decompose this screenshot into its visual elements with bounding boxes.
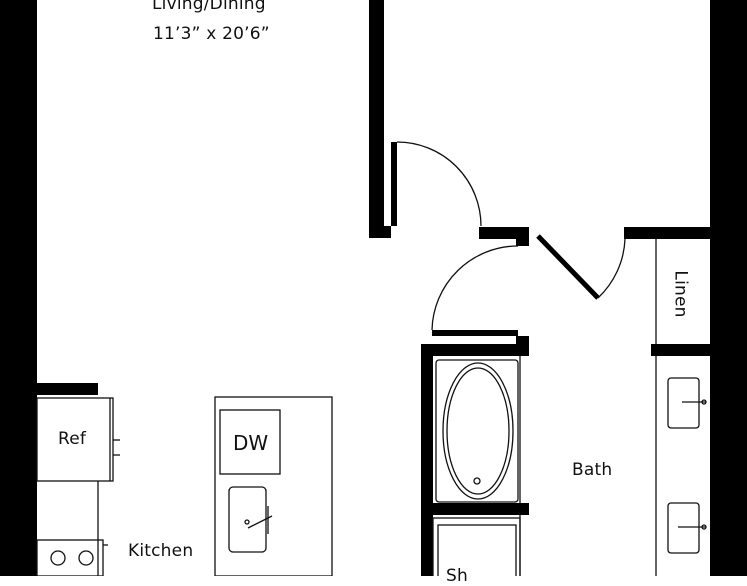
hall-wall-post <box>516 233 529 246</box>
tub-drain <box>473 477 481 485</box>
bath-label: Bath <box>572 460 613 480</box>
kitchen-drain <box>244 519 250 525</box>
shower-outer <box>432 517 521 576</box>
bedroom-left-wall <box>369 0 384 238</box>
left-exterior-wall <box>0 0 37 576</box>
shower-label: Sh <box>446 566 468 586</box>
hall-wall-upper-right <box>624 227 710 239</box>
bath-top-wall <box>421 344 529 356</box>
burner-right <box>78 550 94 566</box>
bath-door-leaf <box>432 330 518 336</box>
tub-outer <box>435 359 519 503</box>
kitchen-wall <box>37 383 98 395</box>
sink-lower <box>667 502 700 554</box>
living-dining-dimensions: 11’3” x 20’6” <box>153 24 270 44</box>
tub-inner <box>446 367 510 495</box>
bedroom-door-leaf <box>391 142 397 226</box>
faucet-upper-knob <box>701 399 707 405</box>
range <box>36 539 104 576</box>
bathtub <box>435 359 519 503</box>
bedroom-door-swing <box>396 141 482 227</box>
burner-left <box>50 550 66 566</box>
dishwasher <box>219 409 281 475</box>
doors <box>391 141 626 336</box>
shower-inner <box>437 524 517 576</box>
linen-label: Linen <box>670 270 691 318</box>
hall-door-swing <box>597 238 626 299</box>
right-exterior-wall <box>710 0 747 576</box>
refrigerator-label: Ref <box>58 429 87 449</box>
living-dining-label: Living/Dining <box>152 0 266 14</box>
bath-left-wall <box>421 344 433 576</box>
bath-door-swing <box>431 245 519 331</box>
vanity <box>655 356 707 576</box>
kitchen-label: Kitchen <box>128 541 194 561</box>
hall-door-leaf <box>536 234 600 300</box>
sink-upper <box>667 377 700 429</box>
kitchen-island <box>214 396 333 576</box>
faucet-lower-knob <box>701 524 707 530</box>
kitchen-fixtures <box>36 396 333 576</box>
shower <box>432 517 521 576</box>
tub-divider-wall <box>421 503 529 515</box>
bedroom-wall-stub <box>369 226 391 238</box>
tub-basin <box>442 362 514 500</box>
dishwasher-label: DW <box>233 431 269 455</box>
linen-bottom-wall <box>651 344 710 356</box>
